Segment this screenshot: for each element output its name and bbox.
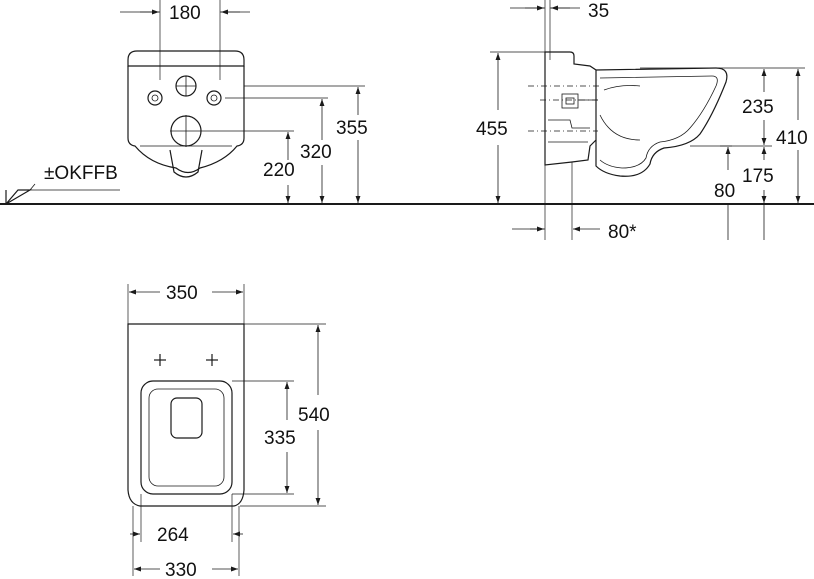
dim-front-width: 180 [169,3,201,24]
dim-side-35: 35 [588,1,609,22]
top-view-bowl-rim [140,380,233,495]
dim-front-height-355: 355 [336,118,368,139]
top-view-outline [127,323,245,507]
front-view: 180 220 320 355 [120,0,368,203]
mounting-bolt-left [147,90,163,106]
dim-side-235: 235 [742,97,774,118]
dim-side-80-height: 80 [714,181,735,202]
front-view-body [127,66,245,174]
front-view-top-cap [127,50,245,67]
top-view-mount-right [206,354,218,366]
top-view-mount-left [154,354,166,366]
dim-front-height-320: 320 [300,142,332,163]
dim-side-455: 455 [476,119,508,140]
dim-side-410: 410 [776,128,808,149]
dim-side-80-star: 80* [608,222,637,243]
dim-top-330: 330 [165,560,197,579]
floor-reference-symbol [5,183,120,205]
dim-side-175: 175 [742,166,774,187]
dim-front-height-220: 220 [263,160,295,181]
side-view-bowl-outer [595,67,728,177]
mounting-bolt-right [206,90,222,106]
floor-reference-label: ±OKFFB [44,163,118,184]
top-view-water-surface [170,397,203,439]
front-view-outlet [169,149,203,178]
side-view-bowl-inner [599,75,718,169]
side-view-back-section [544,51,597,166]
dim-top-350: 350 [166,283,198,304]
dim-top-264: 264 [157,525,189,546]
dim-top-540: 540 [298,405,330,426]
dim-top-335: 335 [264,428,296,449]
side-view: 35 455 235 410 175 80 80* [476,0,808,243]
top-view: 350 540 335 264 330 [127,283,330,579]
